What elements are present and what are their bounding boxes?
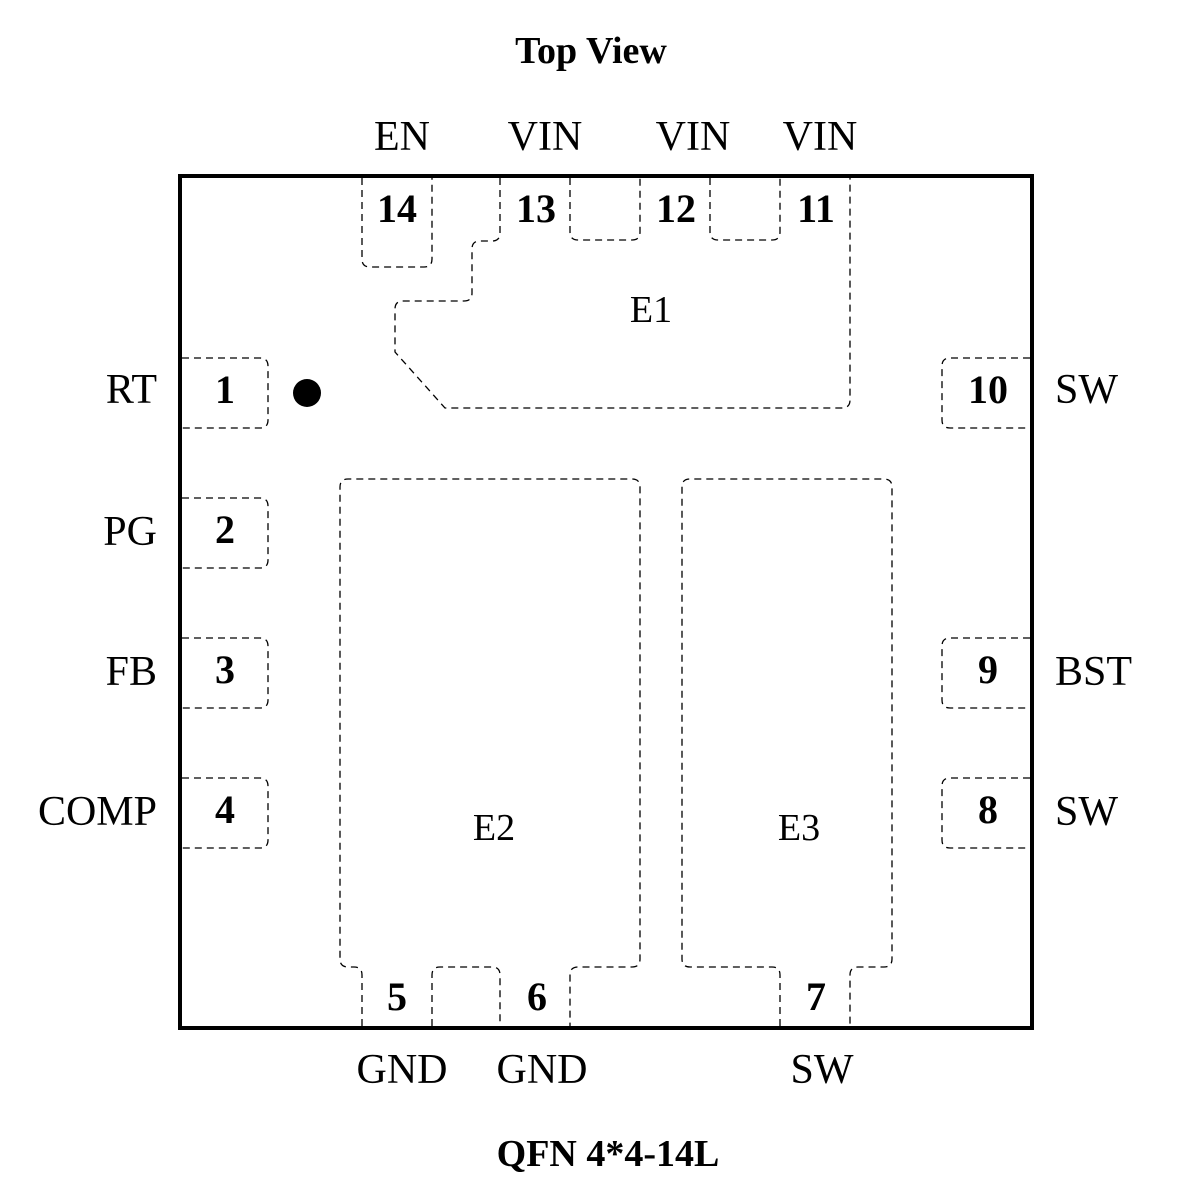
- pin-number: 9: [978, 647, 998, 692]
- pin-number: 10: [968, 367, 1008, 412]
- pin-14-pad: [361, 178, 433, 268]
- pin-name: SW: [791, 1047, 854, 1093]
- pin-number: 1: [215, 367, 235, 412]
- package-outline: [178, 174, 1034, 1030]
- exposed-pad-label-e3: E3: [778, 807, 820, 849]
- pin-number: 12: [656, 186, 696, 231]
- pin-number: 5: [387, 974, 407, 1019]
- pin-name: COMP: [38, 789, 157, 835]
- pin-9-pad: [941, 637, 1030, 709]
- pin-name: RT: [106, 367, 157, 413]
- pin-number: 7: [806, 974, 826, 1019]
- pin-name: EN: [374, 114, 430, 160]
- pin-number: 13: [516, 186, 556, 231]
- exposed-pad-e1: [394, 178, 851, 409]
- pin-name: SW: [1055, 789, 1118, 835]
- pin-number: 11: [797, 186, 835, 231]
- pin-number: 14: [377, 186, 417, 231]
- package-name: QFN 4*4-14L: [497, 1133, 720, 1175]
- pin-number: 4: [215, 787, 235, 832]
- pin-name: FB: [106, 649, 157, 695]
- pin-name: VIN: [783, 114, 858, 160]
- pin-10-pad: [941, 357, 1030, 429]
- pad-outline-13-12: [569, 178, 641, 241]
- pad-outline-5-6: [431, 966, 501, 1026]
- pin-number: 3: [215, 647, 235, 692]
- exposed-pad-label-e2: E2: [473, 807, 515, 849]
- pin-number: 2: [215, 507, 235, 552]
- diagram-title: Top View: [515, 30, 667, 72]
- pin1-indicator-dot: [293, 379, 321, 407]
- pin-name: SW: [1055, 367, 1118, 413]
- pin-name: BST: [1055, 649, 1132, 695]
- pin-name: GND: [497, 1047, 588, 1093]
- pin-name: GND: [357, 1047, 448, 1093]
- pad-outline-12-11: [709, 178, 781, 241]
- exposed-pad-e2: [339, 478, 641, 1026]
- exposed-pad-label-e1: E1: [630, 289, 672, 331]
- pin-number: 8: [978, 787, 998, 832]
- pin-name: PG: [103, 509, 157, 555]
- pin-name: VIN: [656, 114, 731, 160]
- exposed-pad-e3: [681, 478, 893, 1026]
- pin-name: VIN: [508, 114, 583, 160]
- pin-number: 6: [527, 974, 547, 1019]
- pin-8-pad: [941, 777, 1030, 849]
